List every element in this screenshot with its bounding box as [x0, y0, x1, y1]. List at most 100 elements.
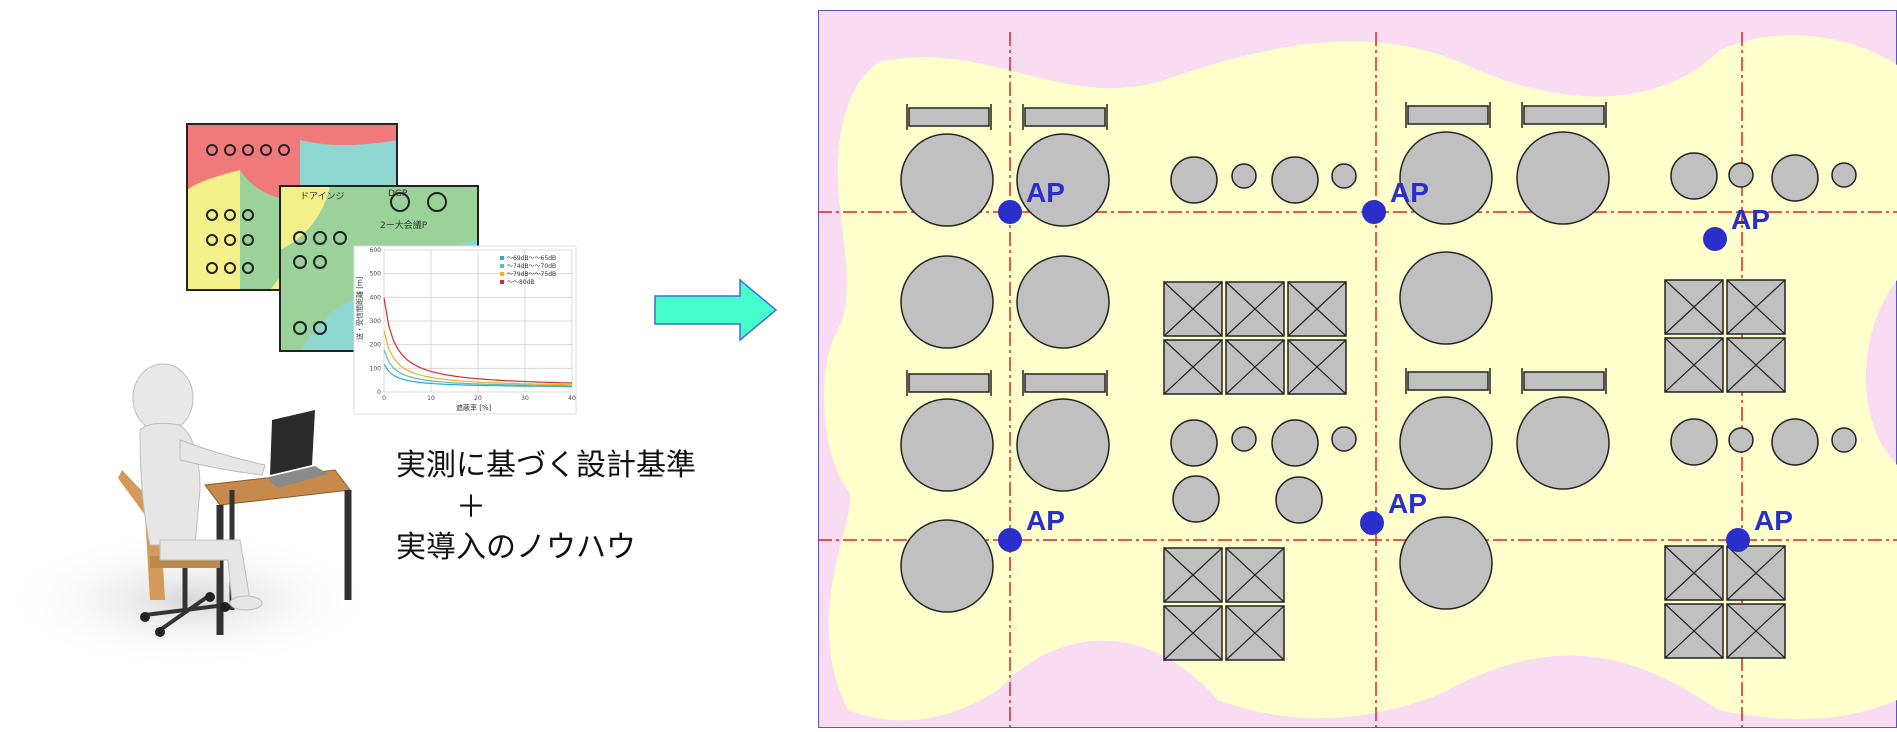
left-panel: ドアインジ DGP 2ー大会議P 0 100 200 300 400 500 600 0 10 2…	[0, 0, 800, 728]
round-table	[1399, 251, 1493, 345]
y-tick-label: 400	[370, 294, 382, 301]
round-table	[1728, 162, 1754, 188]
round-table	[1516, 131, 1610, 225]
y-tick-label: 100	[370, 365, 382, 372]
access-point-marker	[998, 528, 1022, 552]
box-cross	[1287, 339, 1347, 395]
box-cross	[1163, 339, 1223, 395]
round-table	[1271, 419, 1319, 467]
box-cross	[1726, 279, 1786, 335]
x-tick-label: 10	[427, 395, 435, 402]
bench	[1407, 105, 1489, 125]
left-illustration: ドアインジ DGP 2ー大会議P 0 100 200 300 400 500 600 0 10 2…	[0, 123, 778, 670]
series-line	[383, 349, 572, 387]
access-point-marker	[1703, 227, 1727, 251]
x-tick-label: 30	[521, 395, 529, 402]
box-cross	[1225, 281, 1285, 337]
y-tick-label: 300	[370, 318, 382, 325]
right-arrow-icon	[654, 278, 778, 342]
round-table	[1016, 133, 1110, 227]
access-point-marker	[1726, 528, 1750, 552]
access-point-marker	[1362, 200, 1386, 224]
x-tick-label: 20	[474, 395, 482, 402]
round-table	[1771, 418, 1819, 466]
round-table	[1016, 255, 1110, 349]
box-cross	[1664, 337, 1724, 393]
round-table	[1231, 163, 1257, 189]
round-table	[1016, 398, 1110, 492]
round-table	[1670, 418, 1718, 466]
round-table	[1399, 516, 1493, 610]
heatmap-label: 2ー大会議P	[380, 219, 428, 231]
bench	[1523, 371, 1605, 391]
y-tick-label: 500	[370, 271, 382, 278]
y-tick-label: 600	[370, 247, 382, 254]
round-table	[1170, 419, 1218, 467]
mini-chart-x-label: 遮蔽率 [%]	[456, 403, 492, 412]
mini-chart-legend: ～69dB～～65dB～74dB～～70dB～79dB～～75dB～～80dB	[500, 255, 556, 286]
bench	[908, 373, 990, 393]
y-tick-label: 200	[370, 342, 382, 349]
round-table	[1331, 426, 1357, 452]
person-at-desk-illustration	[0, 363, 380, 670]
box-cross	[1225, 339, 1285, 395]
access-point-label: AP	[1026, 177, 1065, 208]
series-line	[383, 330, 573, 386]
round-table	[1170, 156, 1218, 204]
box-cross	[1664, 279, 1724, 335]
access-point-label: AP	[1731, 204, 1770, 235]
legend-label: ～74dB～～70dB	[507, 263, 556, 270]
access-point-marker	[998, 200, 1022, 224]
series-line	[383, 363, 572, 388]
round-table	[900, 255, 994, 349]
legend-label: ～69dB～～65dB	[507, 255, 556, 262]
x-tick-label: 0	[382, 395, 386, 402]
legend-label: ～～80dB	[507, 279, 535, 286]
access-point-marker	[1360, 511, 1384, 535]
box-cross	[1664, 603, 1724, 659]
round-table	[1771, 154, 1819, 202]
round-table	[1728, 427, 1754, 453]
round-table	[1670, 152, 1718, 200]
box-cross	[1726, 337, 1786, 393]
plan-furniture	[900, 102, 1857, 661]
round-table	[1231, 426, 1257, 452]
bench	[1024, 107, 1106, 127]
legend-swatch	[500, 256, 504, 260]
bench	[1523, 105, 1605, 125]
mini-chart-curves	[383, 297, 573, 388]
mini-chart-grid: 0 100 200 300 400 500 600 0 10 20 30 40	[370, 247, 576, 402]
round-table	[1831, 162, 1857, 188]
legend-swatch	[500, 264, 504, 268]
round-table	[1331, 163, 1357, 189]
caption-plus: ＋	[456, 490, 486, 525]
round-table	[900, 133, 994, 227]
round-table	[1399, 396, 1493, 490]
caption-line-1: 実測に基づく設計基準	[396, 448, 696, 483]
y-tick-label: 0	[377, 389, 381, 396]
heatmap-label: ドアインジ	[300, 192, 345, 202]
round-table	[1172, 475, 1220, 523]
x-tick-label: 40	[568, 395, 576, 402]
round-table	[1271, 156, 1319, 204]
bench	[1407, 371, 1489, 391]
mini-chart-y-label: 送・受信間距離 [m]	[355, 276, 364, 340]
legend-label: ～79dB～～75dB	[507, 271, 556, 278]
box-cross	[1163, 547, 1223, 603]
heatmap-label: DGP	[388, 189, 408, 199]
round-table	[900, 398, 994, 492]
bench	[908, 107, 990, 127]
access-point-label: AP	[1026, 505, 1065, 536]
box-cross	[1225, 605, 1285, 661]
box-cross	[1287, 281, 1347, 337]
box-cross	[1664, 545, 1724, 601]
box-cross	[1163, 281, 1223, 337]
round-table	[1516, 396, 1610, 490]
access-point-label: AP	[1390, 177, 1429, 208]
box-cross	[1726, 603, 1786, 659]
box-cross	[1225, 547, 1285, 603]
box-cross	[1726, 545, 1786, 601]
access-point-label: AP	[1754, 505, 1793, 536]
